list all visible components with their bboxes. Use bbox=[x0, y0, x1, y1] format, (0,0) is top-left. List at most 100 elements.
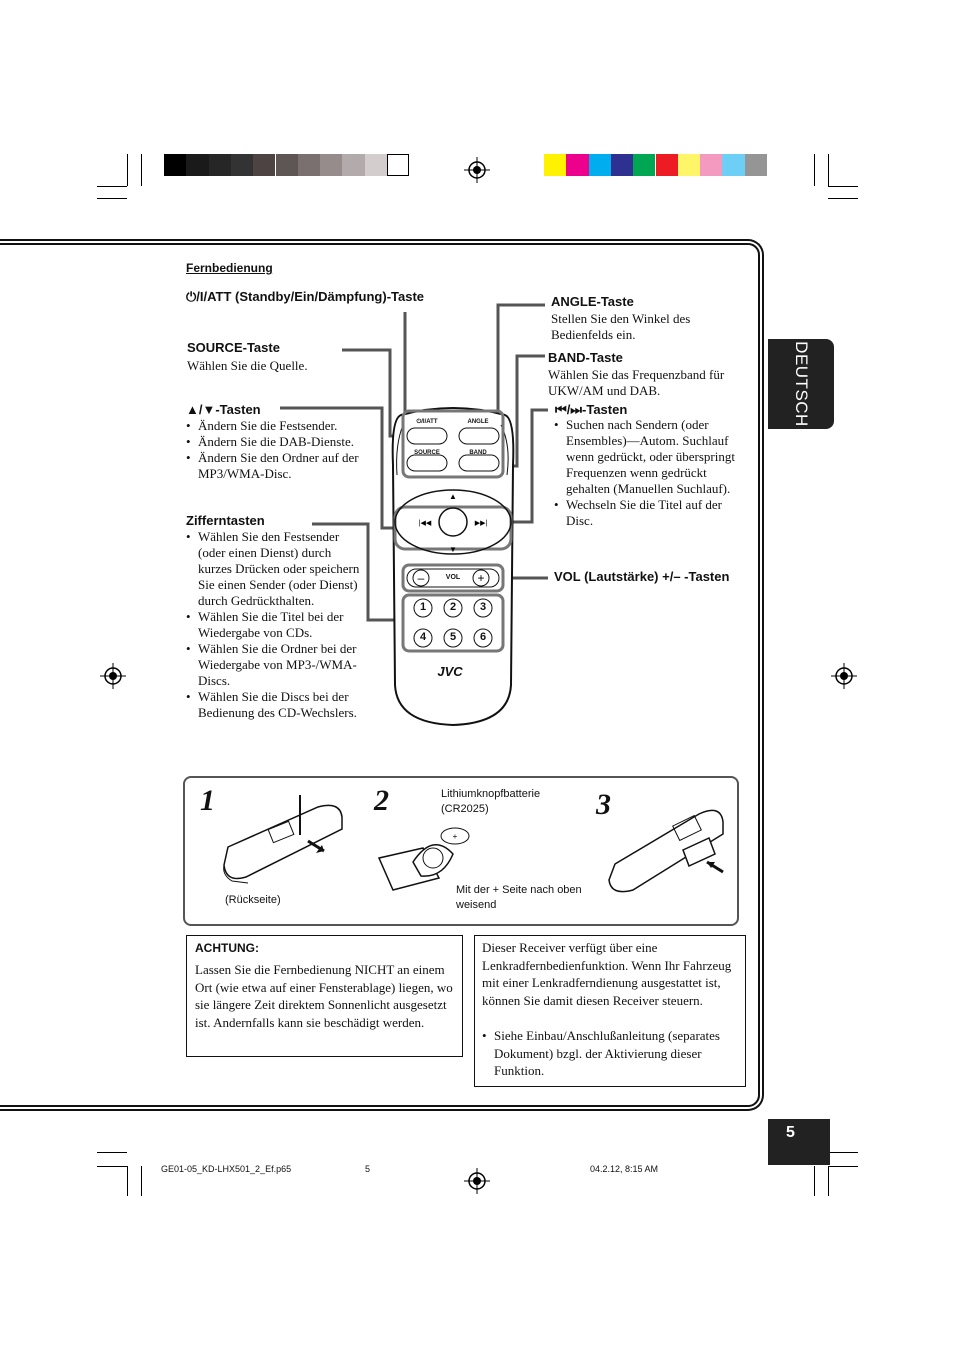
skip-title: ⏮/⏭-Tasten bbox=[555, 402, 628, 417]
crop-mark bbox=[97, 1152, 127, 1153]
crop-mark bbox=[127, 154, 128, 186]
remote-digit-3: 3 bbox=[479, 601, 487, 613]
crop-mark bbox=[97, 198, 127, 199]
page-number-tab: 5 bbox=[768, 1119, 830, 1165]
remote-digit-6: 6 bbox=[479, 631, 487, 643]
crop-mark bbox=[828, 1152, 858, 1153]
updown-list: Ändern Sie die Festsender. Ändern Sie di… bbox=[186, 418, 366, 482]
source-desc: Wählen Sie die Quelle. bbox=[187, 358, 308, 373]
list-item: Siehe Einbau/Anschlußanleitung (separate… bbox=[482, 1027, 732, 1080]
color-swatch bbox=[320, 154, 343, 176]
color-swatch bbox=[275, 154, 298, 176]
angle-desc: Stellen Sie den Winkel des Bedienfelds e… bbox=[551, 311, 691, 342]
svg-text:▲: ▲ bbox=[449, 492, 457, 501]
color-swatch bbox=[588, 154, 611, 176]
color-swatch bbox=[186, 154, 209, 176]
vol-title: VOL (Lautstärke) +/– -Tasten bbox=[554, 569, 730, 584]
list-item: Wählen Sie die Ordner bei der Wiedergabe… bbox=[186, 641, 366, 689]
page-number: 5 bbox=[786, 1124, 795, 1141]
color-swatch bbox=[677, 154, 701, 176]
crop-mark bbox=[97, 1166, 127, 1167]
remote-power-button: ⏻/I/ATT bbox=[416, 419, 438, 425]
registration-target-icon bbox=[464, 1168, 490, 1194]
remote-control: ▲ ▼ |◀◀ ▶▶| – + bbox=[391, 407, 515, 727]
band-desc: Wählen Sie das Frequenzband für UKW/AM u… bbox=[548, 367, 725, 398]
crop-mark bbox=[828, 1166, 829, 1196]
color-swatch bbox=[566, 154, 589, 176]
svg-text:+: + bbox=[477, 571, 484, 585]
crop-mark bbox=[141, 154, 142, 186]
back-side-label: (Rückseite) bbox=[225, 894, 281, 906]
registration-target-icon bbox=[464, 157, 490, 183]
standby-label: ⏻/I/ATT (Standby/Ein/Dämpfung)-Taste bbox=[186, 289, 425, 304]
steering-body: Dieser Receiver verfügt über eine Lenkra… bbox=[482, 940, 732, 1008]
remote-insert-illustration bbox=[608, 809, 724, 893]
crop-mark bbox=[828, 154, 829, 186]
remote-vol-label: VOL bbox=[445, 574, 461, 581]
steering-info-box: Dieser Receiver verfügt über eine Lenkra… bbox=[474, 935, 746, 1087]
list-item: Wählen Sie die Titel bei der Wiedergabe … bbox=[186, 609, 366, 641]
remote-digit-5: 5 bbox=[449, 631, 457, 643]
battery-label: Lithiumknopfbatterie (CR2025) bbox=[441, 788, 541, 815]
color-swatch bbox=[297, 154, 321, 176]
section-title: Fernbedienung bbox=[186, 261, 273, 275]
registration-target-icon bbox=[100, 663, 126, 689]
color-swatch bbox=[744, 154, 767, 176]
crop-mark bbox=[814, 1166, 815, 1196]
crop-mark bbox=[141, 1166, 142, 1196]
ziffer-title: Zifferntasten bbox=[186, 513, 265, 528]
list-item: Wechseln Sie die Titel auf der Disc. bbox=[554, 497, 749, 529]
footer-date: 04.2.12, 8:15 AM bbox=[590, 1164, 659, 1174]
remote-digit-1: 1 bbox=[419, 601, 427, 613]
color-swatch bbox=[164, 154, 187, 176]
footer-page: 5 bbox=[365, 1164, 371, 1174]
crop-mark bbox=[127, 1166, 128, 1196]
battery-tray-illustration: + bbox=[377, 827, 470, 891]
updown-title: ▲/▼-Tasten bbox=[186, 402, 261, 417]
list-item: Ändern Sie die DAB-Dienste. bbox=[186, 434, 366, 450]
remote-digit-4: 4 bbox=[419, 631, 427, 643]
angle-title: ANGLE-Taste bbox=[551, 294, 634, 309]
step-2-number: 2 bbox=[374, 784, 389, 817]
color-swatch bbox=[364, 154, 387, 176]
steering-list: Siehe Einbau/Anschlußanleitung (separate… bbox=[482, 1027, 732, 1080]
color-swatch bbox=[722, 154, 745, 176]
list-item: Ändern Sie die Festsender. bbox=[186, 418, 366, 434]
list-item: Suchen nach Sendern (oder Ensembles)—Aut… bbox=[554, 417, 749, 497]
remote-band-button: BAND bbox=[469, 450, 487, 456]
battery-panel bbox=[183, 776, 739, 926]
band-title: BAND-Taste bbox=[548, 350, 623, 365]
svg-text:|◀◀: |◀◀ bbox=[419, 520, 432, 527]
step-3-number: 3 bbox=[596, 788, 611, 821]
language-tab: DEUTSCH bbox=[768, 339, 834, 429]
color-swatch bbox=[544, 154, 567, 176]
crop-mark bbox=[828, 198, 858, 199]
color-swatch bbox=[230, 154, 254, 176]
remote-source-button: SOURCE bbox=[414, 450, 440, 456]
color-swatch bbox=[633, 154, 656, 176]
color-swatch bbox=[610, 154, 634, 176]
crop-mark bbox=[828, 186, 858, 187]
svg-text:+: + bbox=[453, 832, 458, 841]
color-swatch bbox=[208, 154, 231, 176]
color-swatch bbox=[655, 154, 678, 176]
remote-angle-button: ANGLE bbox=[467, 419, 489, 425]
svg-text:▼: ▼ bbox=[449, 545, 457, 554]
color-swatch bbox=[387, 154, 410, 176]
orientation-label: Mit der + Seite nach oben weisend bbox=[456, 884, 582, 911]
color-swatch bbox=[253, 154, 276, 176]
ziffer-list: Wählen Sie den Festsender (oder einen Di… bbox=[186, 529, 366, 721]
remote-digit-2: 2 bbox=[449, 601, 457, 613]
color-swatch bbox=[342, 154, 365, 176]
registration-target-icon bbox=[831, 663, 857, 689]
svg-text:▶▶|: ▶▶| bbox=[475, 520, 488, 527]
caution-box: ACHTUNG: Lassen Sie die Fernbedienung NI… bbox=[186, 935, 463, 1057]
content-frame bbox=[0, 243, 760, 1107]
color-swatch bbox=[700, 154, 723, 176]
jvc-logo: JVC bbox=[437, 664, 463, 679]
svg-text:–: – bbox=[418, 571, 425, 585]
list-item: Ändern Sie den Ordner auf der MP3/WMA-Di… bbox=[186, 450, 366, 482]
caution-body: Lassen Sie die Fernbedienung NICHT an ei… bbox=[195, 962, 453, 1030]
caution-title: ACHTUNG: bbox=[195, 941, 259, 955]
remote-back-illustration bbox=[223, 795, 343, 884]
